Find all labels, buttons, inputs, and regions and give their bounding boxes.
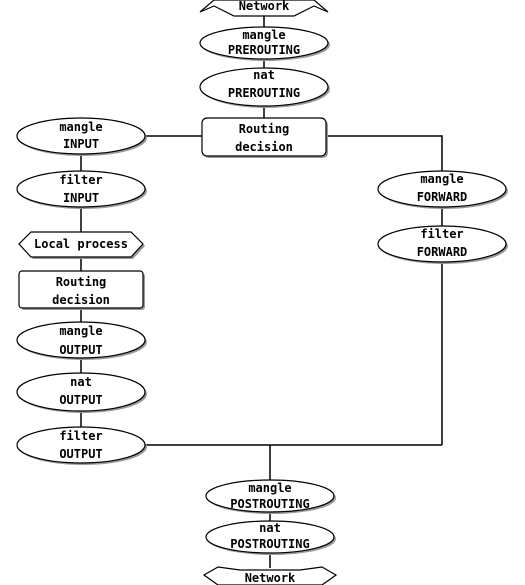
routing-decision-left-line2: decision [52, 293, 110, 307]
nat-output-line1: nat [70, 375, 92, 389]
mangle-postrouting-ellipse [205, 479, 335, 513]
mangle-postrouting-line2: POSTROUTING [230, 497, 309, 511]
filter-input-node: filter INPUT [16, 170, 147, 209]
mangle-input-node: mangle INPUT [16, 117, 147, 156]
routing-decision-left-line1: Routing [56, 275, 107, 289]
connectors [80, 12, 443, 568]
nat-output-node: nat OUTPUT [16, 372, 147, 413]
mangle-prerouting-ellipse [199, 26, 329, 60]
nat-prerouting-node: nat PREROUTING [199, 67, 330, 108]
nat-postrouting-node: nat POSTROUTING [205, 520, 336, 555]
mangle-prerouting-node: mangle PREROUTING [199, 26, 330, 61]
connector-routing-decision-to-mangle-forward [326, 135, 443, 171]
nat-postrouting-line1: nat [259, 521, 281, 535]
mangle-forward-line1: mangle [420, 172, 463, 186]
local-process-shape [18, 231, 144, 258]
mangle-forward-node: mangle FORWARD [377, 170, 508, 209]
network-bottom-node: Network [202, 566, 338, 585]
filter-output-line2: OUTPUT [59, 447, 102, 461]
filter-output-line1: filter [59, 429, 102, 443]
routing-decision-top-line2: decision [235, 140, 293, 154]
routing-decision-left-node: Routing decision [18, 270, 145, 310]
nat-postrouting-line2: POSTROUTING [230, 537, 309, 551]
routing-decision-top-box [201, 117, 327, 157]
mangle-forward-ellipse [377, 170, 507, 208]
routing-decision-top-line1: Routing [239, 122, 290, 136]
local-process-node: Local process [18, 231, 145, 259]
filter-input-line2: INPUT [63, 191, 99, 205]
mangle-postrouting-line1: mangle [248, 481, 291, 495]
nat-postrouting-ellipse [205, 520, 335, 554]
nat-output-line2: OUTPUT [59, 393, 102, 407]
filter-output-node: filter OUTPUT [16, 426, 147, 465]
mangle-input-line1: mangle [59, 120, 102, 134]
local-process-label: Local process [34, 237, 128, 251]
filter-input-line1: filter [59, 173, 102, 187]
routing-decision-top-node: Routing decision [201, 117, 328, 158]
filter-forward-node: filter FORWARD [377, 225, 508, 264]
mangle-output-node: mangle OUTPUT [16, 321, 147, 360]
mangle-input-ellipse [16, 117, 146, 155]
mangle-forward-line2: FORWARD [417, 190, 468, 204]
mangle-postrouting-node: mangle POSTROUTING [205, 479, 336, 514]
nat-output-ellipse [16, 372, 146, 412]
mangle-output-ellipse [16, 321, 146, 359]
filter-input-ellipse [16, 170, 146, 208]
filter-forward-ellipse [377, 225, 507, 263]
filter-forward-line2: FORWARD [417, 245, 468, 259]
nat-prerouting-line1: nat [253, 68, 275, 82]
network-bottom-shape [202, 566, 338, 585]
mangle-output-line2: OUTPUT [59, 343, 102, 357]
mangle-input-line2: INPUT [63, 137, 99, 151]
network-bottom-label: Network [245, 571, 296, 585]
routing-decision-left-box [18, 270, 144, 309]
filter-output-ellipse [16, 426, 146, 464]
nat-prerouting-ellipse [199, 67, 329, 107]
network-top-node: Network [199, 0, 329, 17]
mangle-prerouting-line2: PREROUTING [228, 43, 300, 57]
nat-prerouting-line2: PREROUTING [228, 86, 300, 100]
mangle-output-line1: mangle [59, 324, 102, 338]
network-top-shape [199, 0, 329, 17]
filter-forward-line1: filter [420, 227, 463, 241]
mangle-prerouting-line1: mangle [242, 28, 285, 42]
network-top-label: Network [239, 0, 290, 13]
